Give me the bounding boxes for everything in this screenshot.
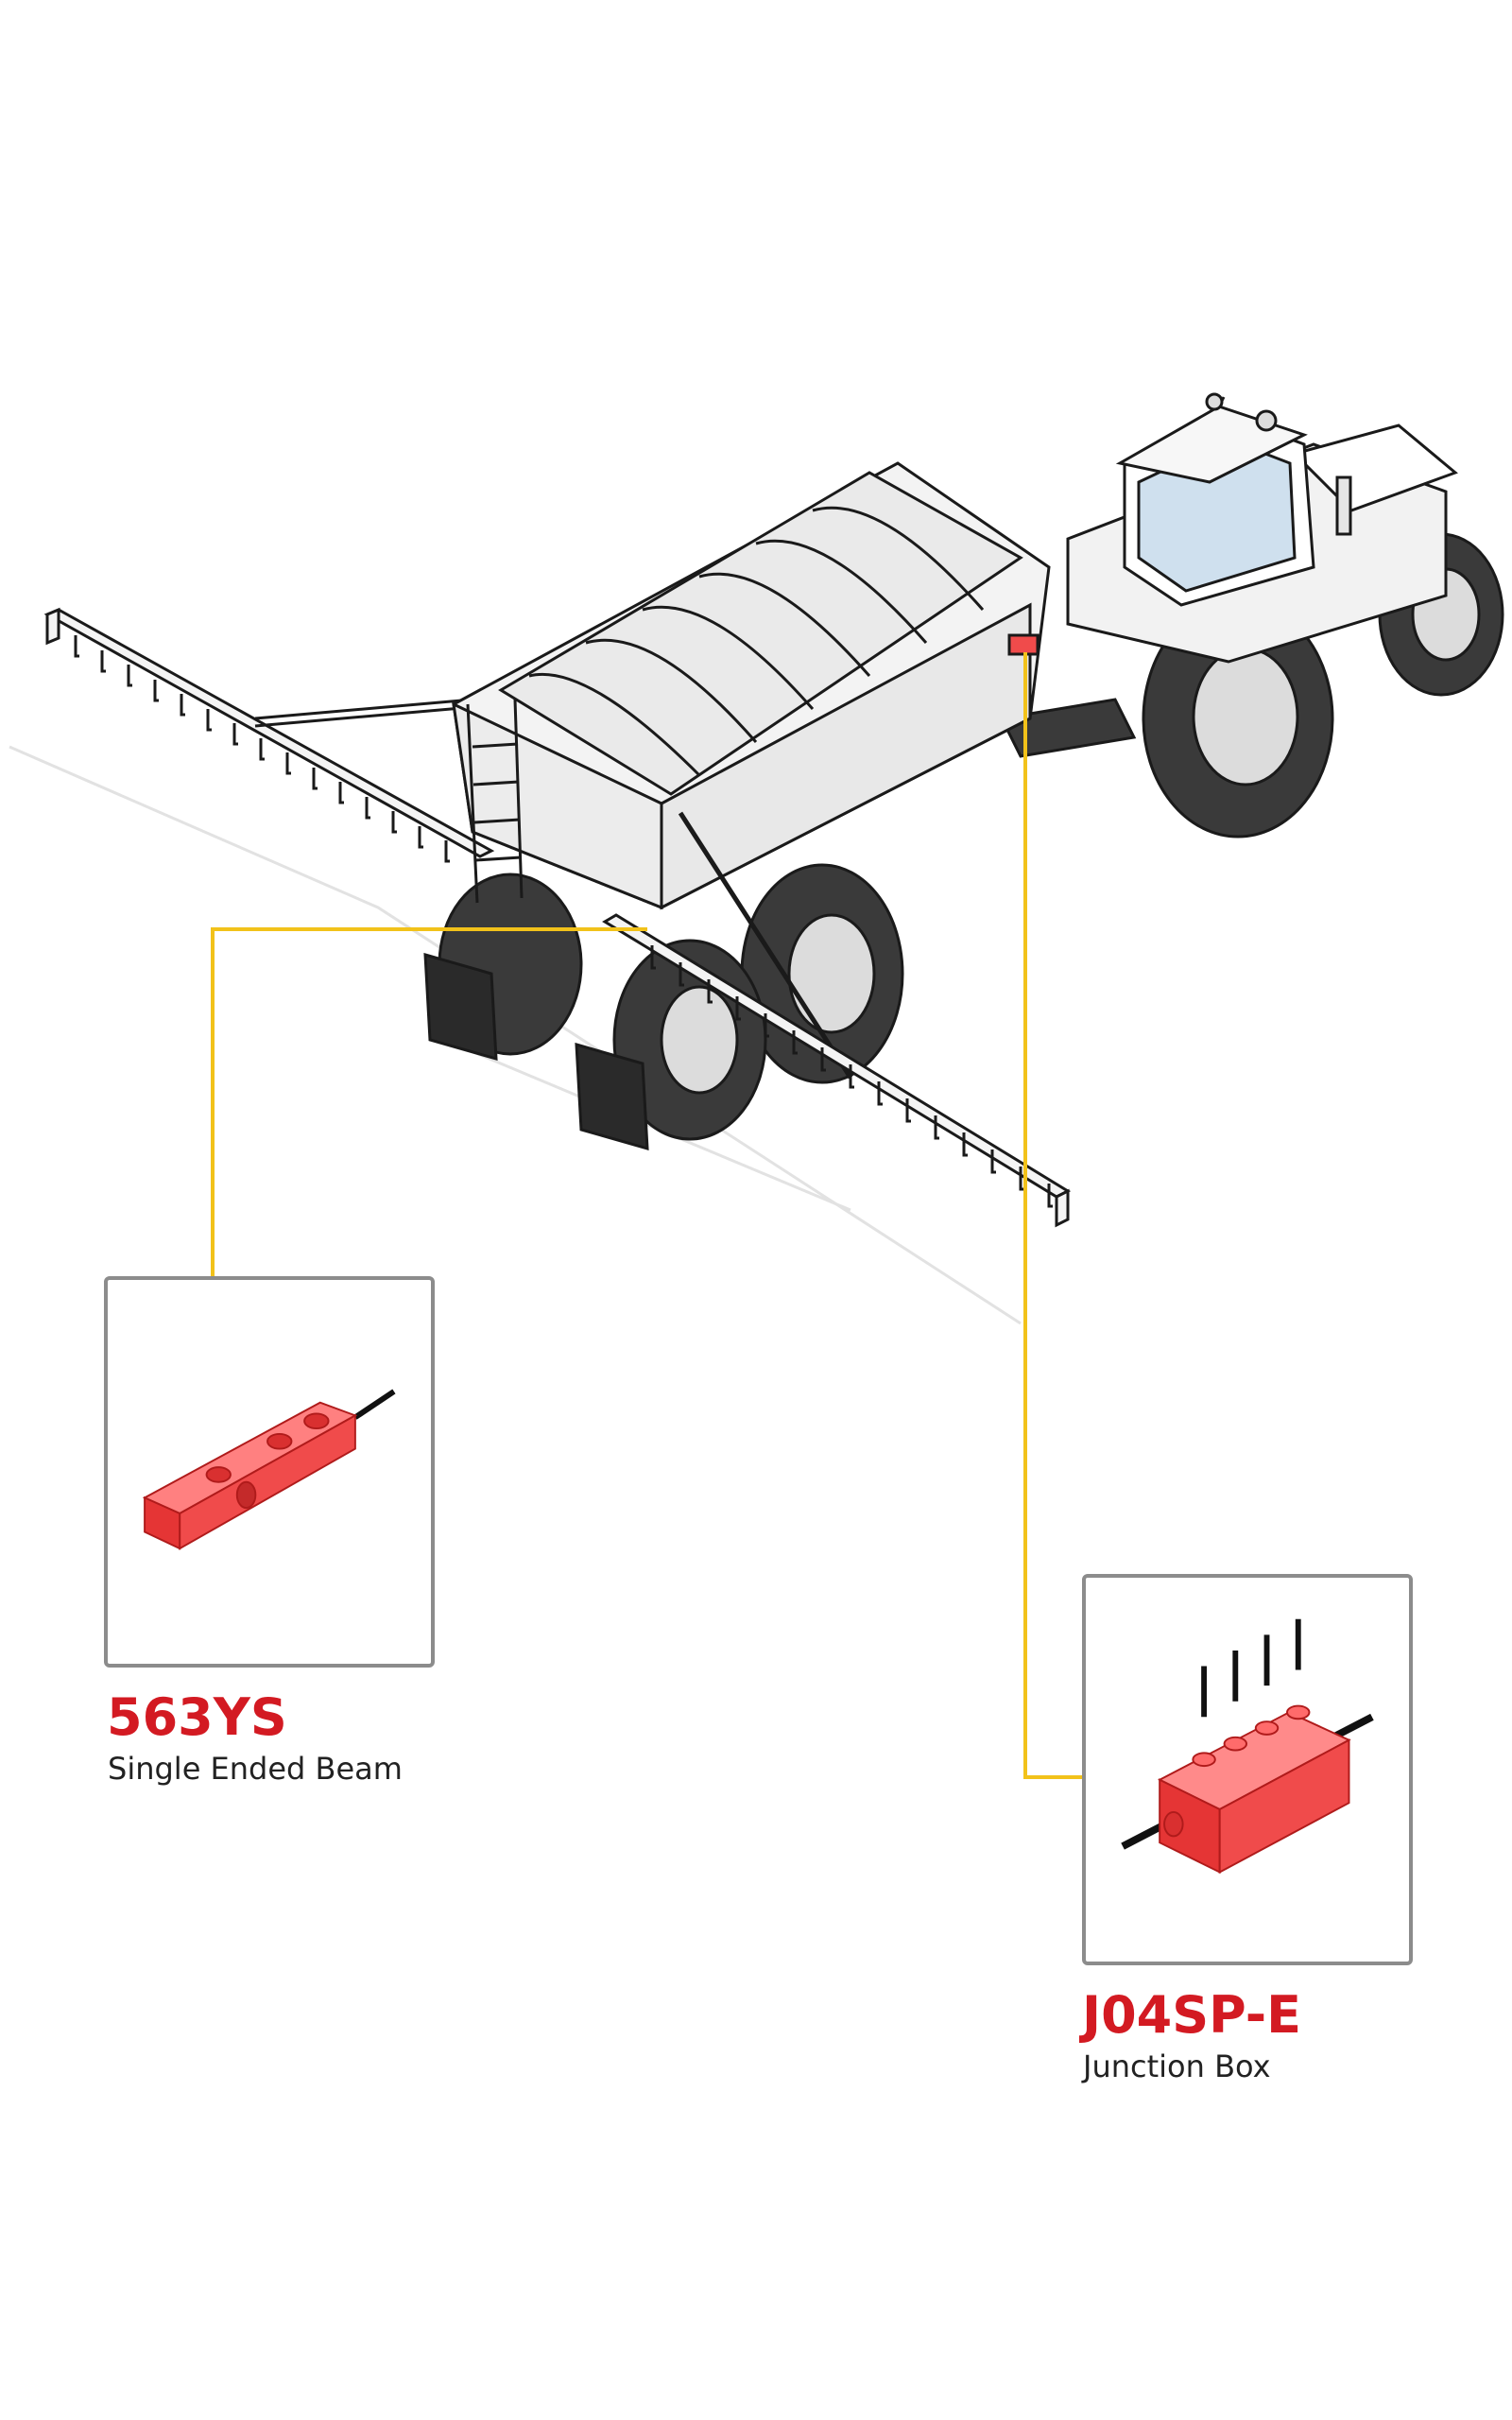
product-description-j04sp-e: Junction Box [1083,2048,1271,2084]
callout-line-563ys [211,927,647,1278]
drawbar [999,698,1137,758]
spreader [423,461,1051,1151]
left-boom [43,607,495,863]
product-card-563ys [104,1276,435,1668]
single-ended-beam-load-cell-icon [142,1389,396,1550]
junction-box-icon [1121,1618,1374,1875]
product-description-563ys: Single Ended Beam [108,1751,403,1787]
product-code-563ys: 563YS [107,1687,287,1747]
callout-line-j04sp [1023,652,1084,1779]
callout-lines [211,652,1084,1779]
product-code-j04sp-e: J04SP-E [1082,1985,1302,2045]
product-card-j04sp-e [1082,1574,1413,1965]
right-boom [602,913,1072,1228]
tractor [1066,392,1504,838]
